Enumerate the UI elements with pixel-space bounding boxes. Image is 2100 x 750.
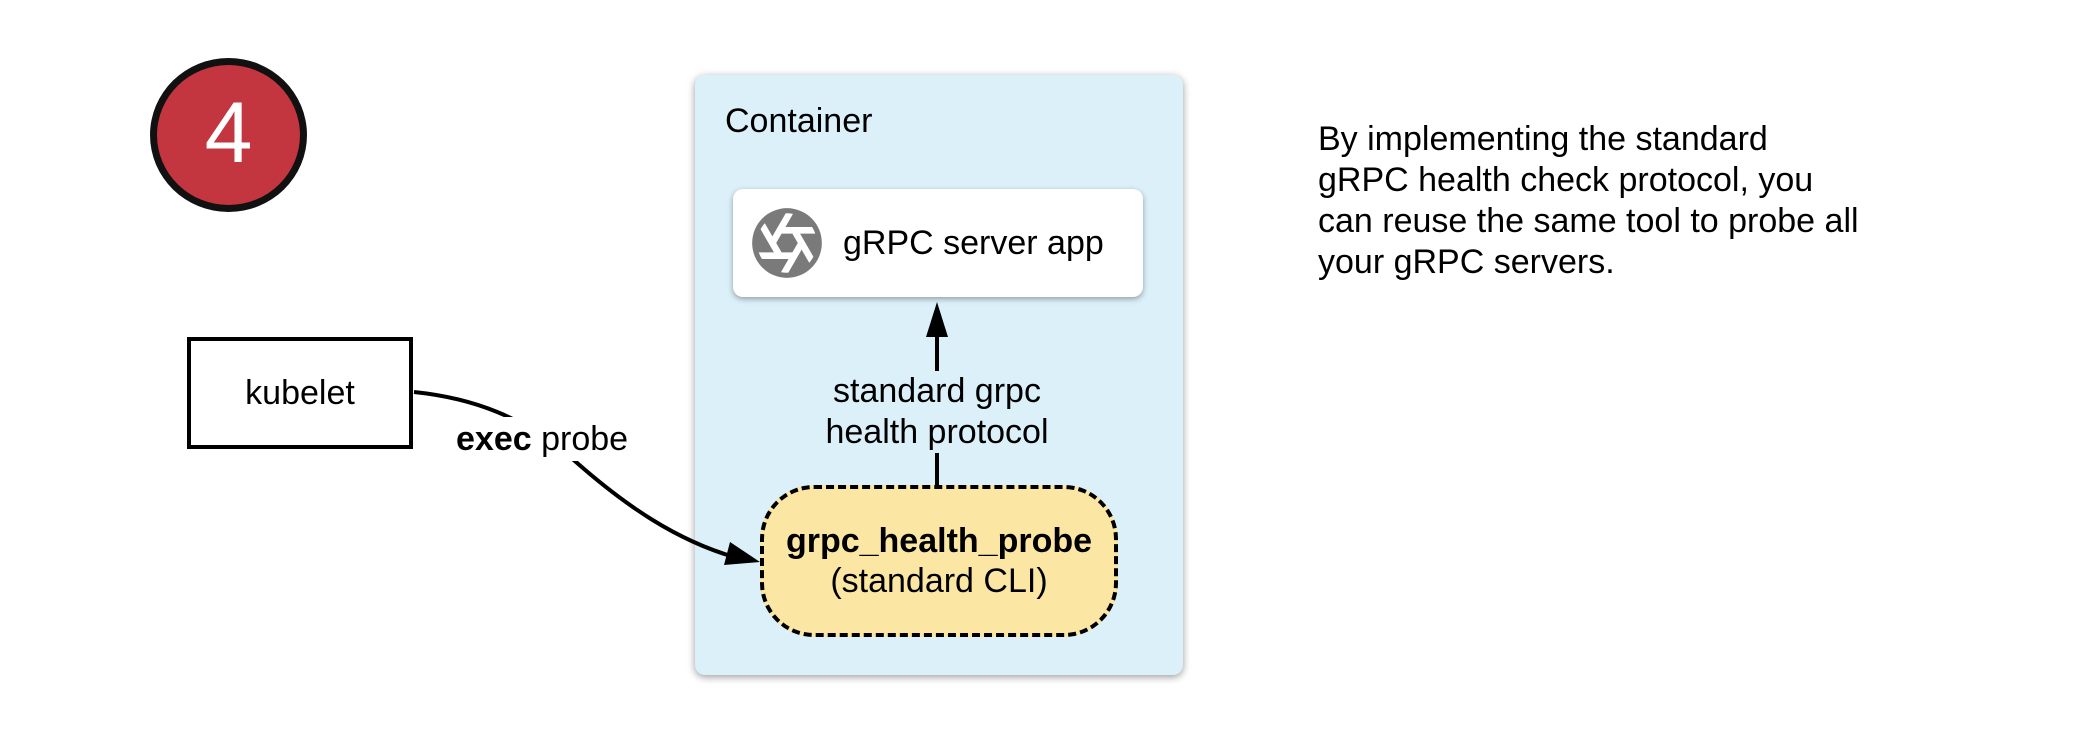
exec-probe-label-bold: exec [456,420,532,458]
grpc-health-probe-subtitle: (standard CLI) [830,562,1048,600]
container-box: Container gRPC server app grpc_heal [695,75,1183,675]
exec-probe-label: exec probe [450,417,635,461]
note-text: By implementing the standard gRPC health… [1318,120,1859,281]
step-badge: 4 [150,58,307,212]
health-protocol-label: standard grpc health protocol [815,371,1059,453]
kubelet-label: kubelet [245,373,355,412]
aperture-icon [752,208,822,278]
container-label: Container [725,102,873,140]
exec-probe-label-rest: probe [531,420,629,458]
grpc-server-app-box: gRPC server app [733,189,1143,297]
grpc-server-app-label: gRPC server app [843,223,1104,262]
step-number: 4 [204,85,253,181]
grpc-health-probe-title: grpc_health_probe [785,522,1093,560]
kubelet-box: kubelet [187,337,413,449]
grpc-health-probe-box: grpc_health_probe (standard CLI) [760,485,1118,637]
